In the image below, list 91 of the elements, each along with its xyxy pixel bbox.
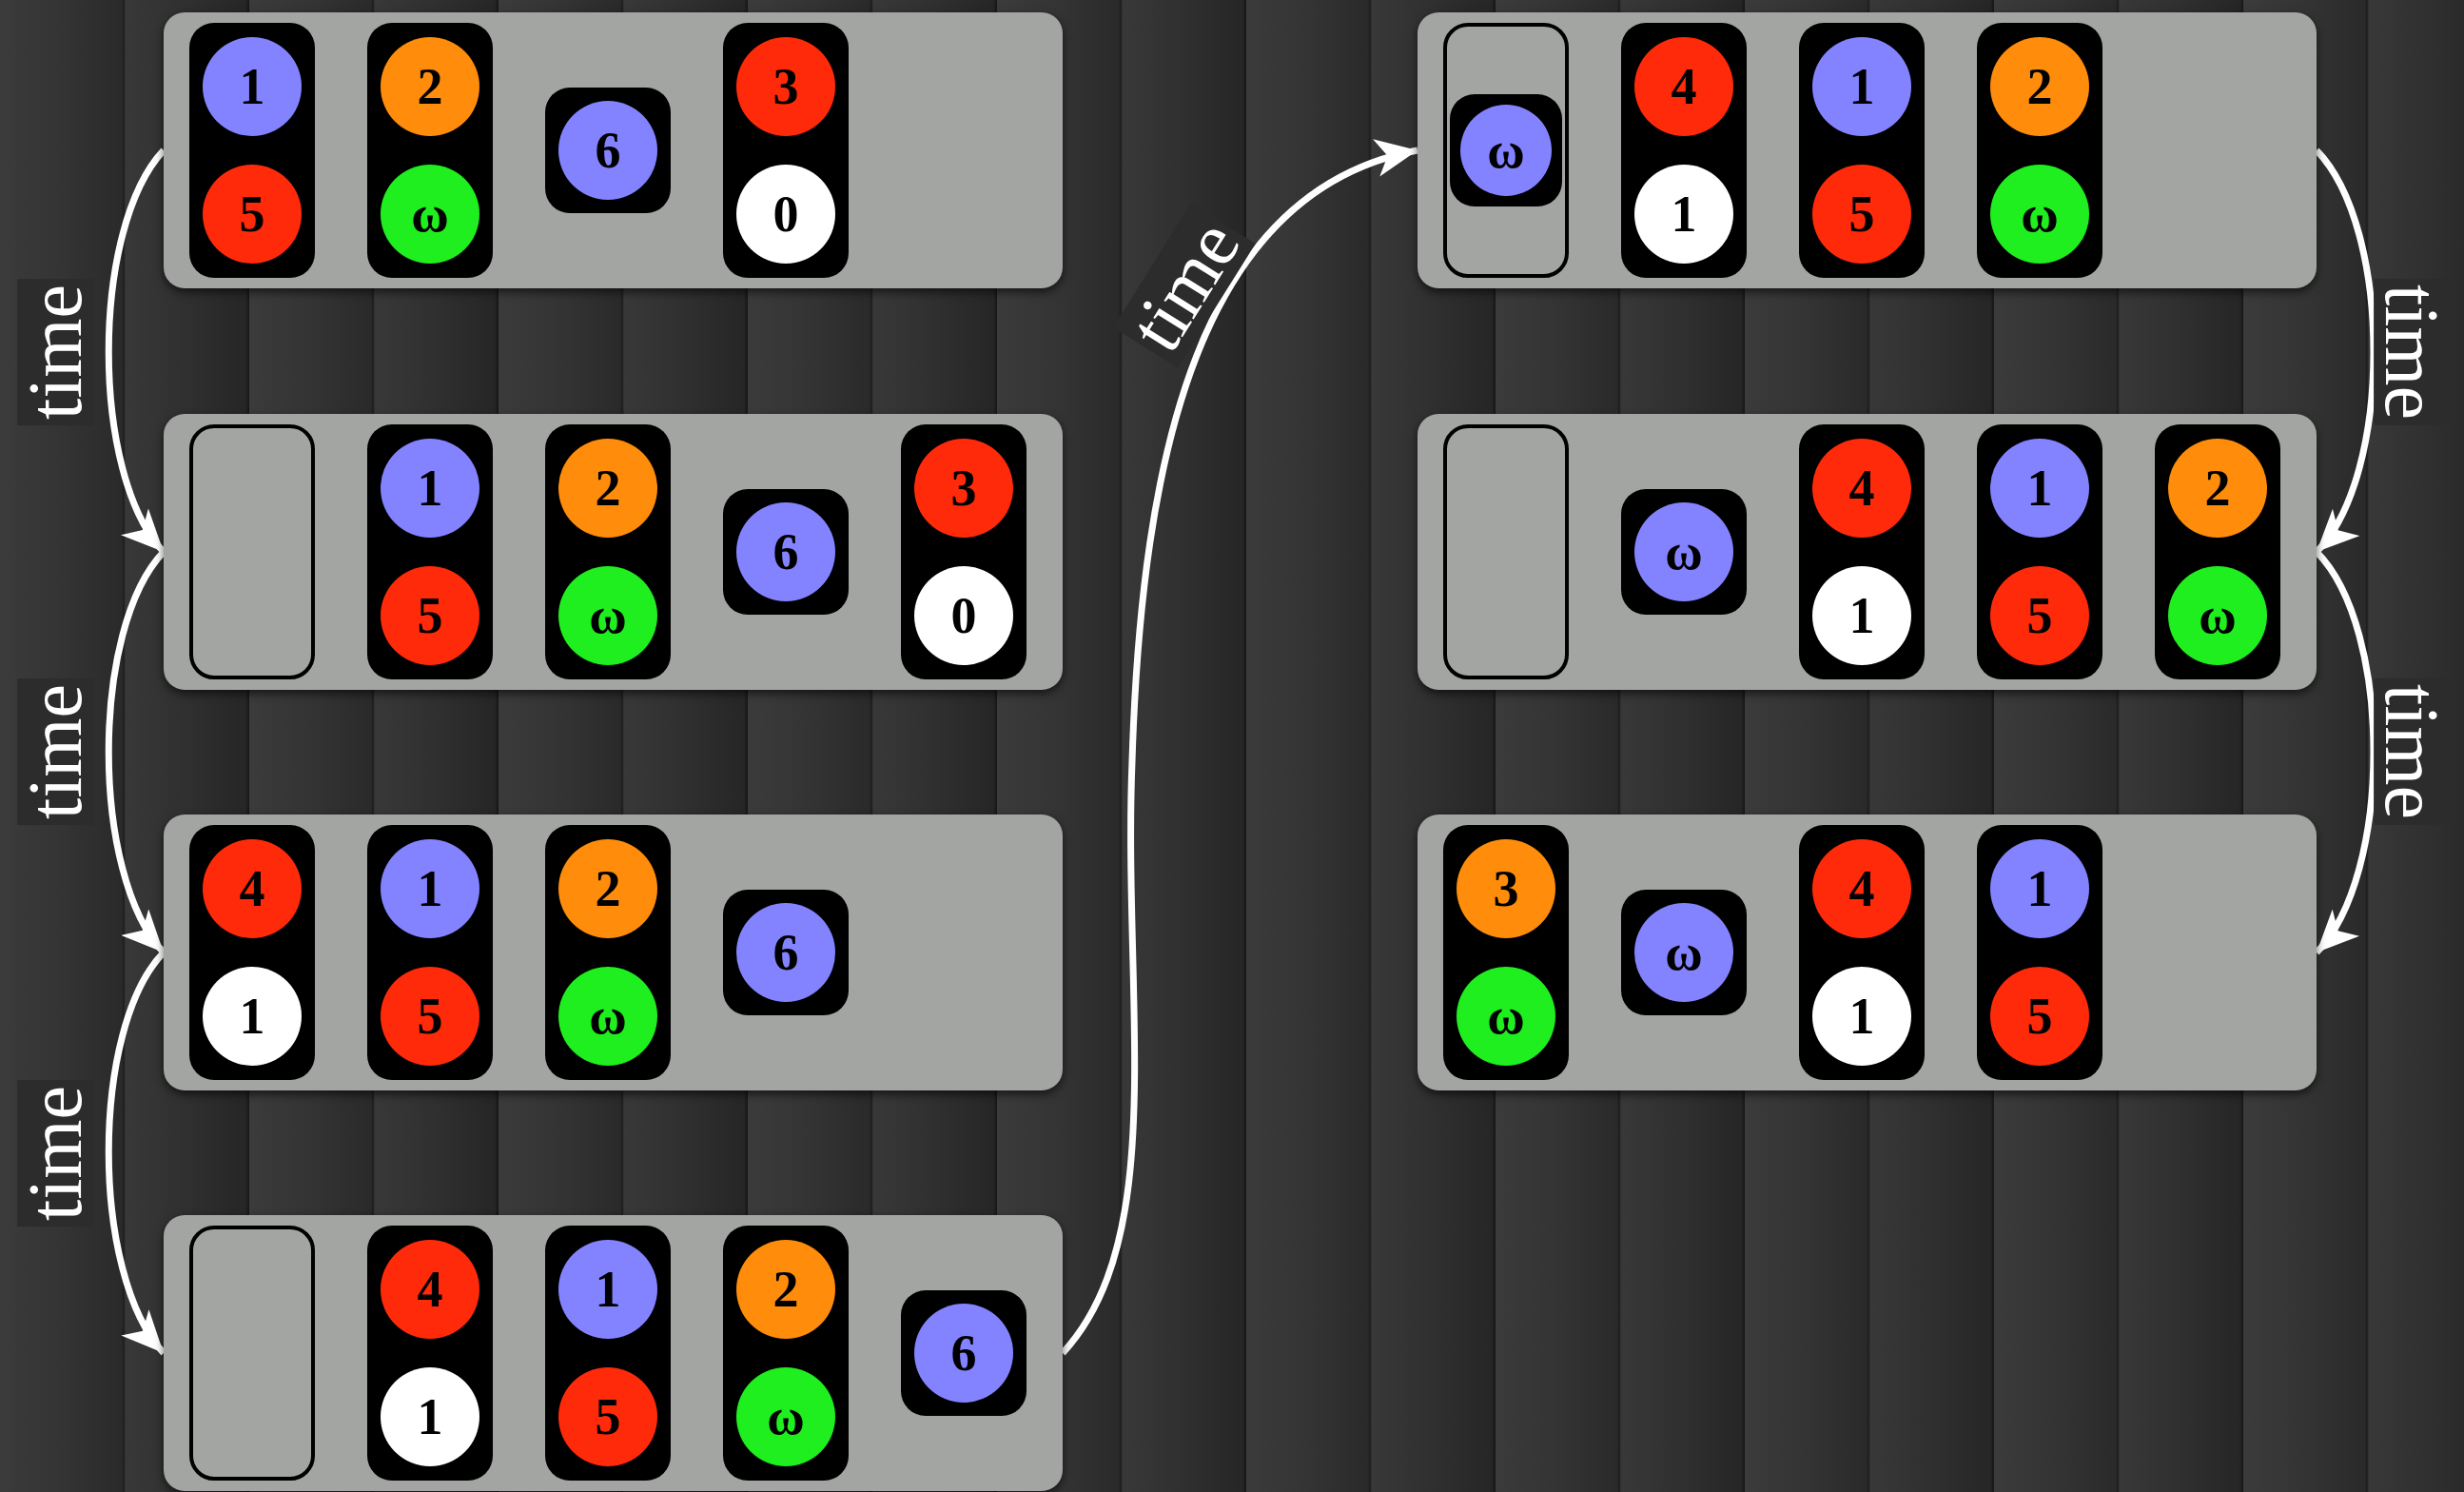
number-token: 1 xyxy=(558,1240,657,1339)
edge-label: time xyxy=(17,677,94,826)
token-tile xyxy=(1799,424,1925,679)
token-tile xyxy=(1977,424,2102,679)
token-tile xyxy=(545,825,671,1080)
number-token: 5 xyxy=(1990,566,2089,665)
empty-slot xyxy=(189,1226,315,1481)
number-token: 1 xyxy=(381,1367,479,1466)
number-token: 1 xyxy=(1990,439,2089,538)
token-tile xyxy=(1450,94,1562,206)
number-token: 5 xyxy=(381,566,479,665)
number-token: 5 xyxy=(1812,165,1911,264)
number-token: ω xyxy=(736,1367,835,1466)
token-tile xyxy=(1621,489,1747,615)
token-tile xyxy=(723,23,849,278)
state-panel xyxy=(1418,414,2317,690)
number-token: ω xyxy=(381,165,479,264)
number-token: 1 xyxy=(203,967,302,1066)
token-tile xyxy=(1443,825,1569,1080)
token-tile xyxy=(901,1290,1027,1416)
token-tile xyxy=(367,424,493,679)
token-tile xyxy=(723,1226,849,1481)
number-token: 2 xyxy=(558,439,657,538)
number-token: 2 xyxy=(2168,439,2267,538)
state-panel xyxy=(164,1215,1063,1491)
number-token: 3 xyxy=(736,37,835,136)
state-panel xyxy=(1418,815,2317,1090)
number-token: 4 xyxy=(1812,439,1911,538)
number-token: 4 xyxy=(1634,37,1733,136)
number-token: ω xyxy=(558,967,657,1066)
number-token: 0 xyxy=(914,566,1013,665)
token-tile xyxy=(367,1226,493,1481)
token-tile xyxy=(189,825,315,1080)
number-token: 6 xyxy=(736,502,835,601)
number-token: ω xyxy=(1460,105,1552,196)
number-token: ω xyxy=(558,566,657,665)
number-token: 4 xyxy=(1812,839,1911,938)
empty-slot xyxy=(189,424,315,679)
token-tile xyxy=(723,489,849,615)
number-token: 2 xyxy=(381,37,479,136)
number-token: ω xyxy=(2168,566,2267,665)
state-panel xyxy=(164,815,1063,1090)
number-token: 3 xyxy=(1457,839,1555,938)
number-token: ω xyxy=(1457,967,1555,1066)
number-token: 1 xyxy=(1634,165,1733,264)
number-token: 2 xyxy=(736,1240,835,1339)
number-token: 6 xyxy=(914,1304,1013,1403)
edge-label: time xyxy=(17,1079,94,1227)
token-tile xyxy=(723,890,849,1015)
token-tile xyxy=(1621,890,1747,1015)
token-tile xyxy=(367,825,493,1080)
state-panel xyxy=(164,12,1063,288)
number-token: 1 xyxy=(381,839,479,938)
number-token: 1 xyxy=(1812,967,1911,1066)
number-token: 2 xyxy=(1990,37,2089,136)
number-token: ω xyxy=(1990,165,2089,264)
number-token: 1 xyxy=(203,37,302,136)
token-tile xyxy=(1799,825,1925,1080)
token-tile xyxy=(189,23,315,278)
number-token: 5 xyxy=(381,967,479,1066)
number-token: 6 xyxy=(558,101,657,200)
number-token: 1 xyxy=(1990,839,2089,938)
number-token: 5 xyxy=(1990,967,2089,1066)
token-tile xyxy=(1977,23,2102,278)
number-token: 6 xyxy=(736,903,835,1002)
empty-slot xyxy=(1443,424,1569,679)
number-token: 3 xyxy=(914,439,1013,538)
number-token: ω xyxy=(1634,903,1733,1002)
number-token: ω xyxy=(1634,502,1733,601)
token-tile xyxy=(1621,23,1747,278)
token-tile xyxy=(367,23,493,278)
token-tile xyxy=(545,1226,671,1481)
token-tile xyxy=(1977,825,2102,1080)
empty-slot xyxy=(1443,23,1569,278)
token-tile xyxy=(545,88,671,213)
number-token: 5 xyxy=(558,1367,657,1466)
number-token: 1 xyxy=(1812,566,1911,665)
number-token: 4 xyxy=(203,839,302,938)
token-tile xyxy=(901,424,1027,679)
state-panel xyxy=(1418,12,2317,288)
state-panel xyxy=(164,414,1063,690)
number-token: 1 xyxy=(381,439,479,538)
number-token: 2 xyxy=(558,839,657,938)
number-token: 0 xyxy=(736,165,835,264)
edge-label: time xyxy=(17,278,94,426)
number-token: 1 xyxy=(1812,37,1911,136)
token-tile xyxy=(1799,23,1925,278)
token-tile xyxy=(545,424,671,679)
number-token: 5 xyxy=(203,165,302,264)
number-token: 4 xyxy=(381,1240,479,1339)
token-tile xyxy=(2155,424,2280,679)
